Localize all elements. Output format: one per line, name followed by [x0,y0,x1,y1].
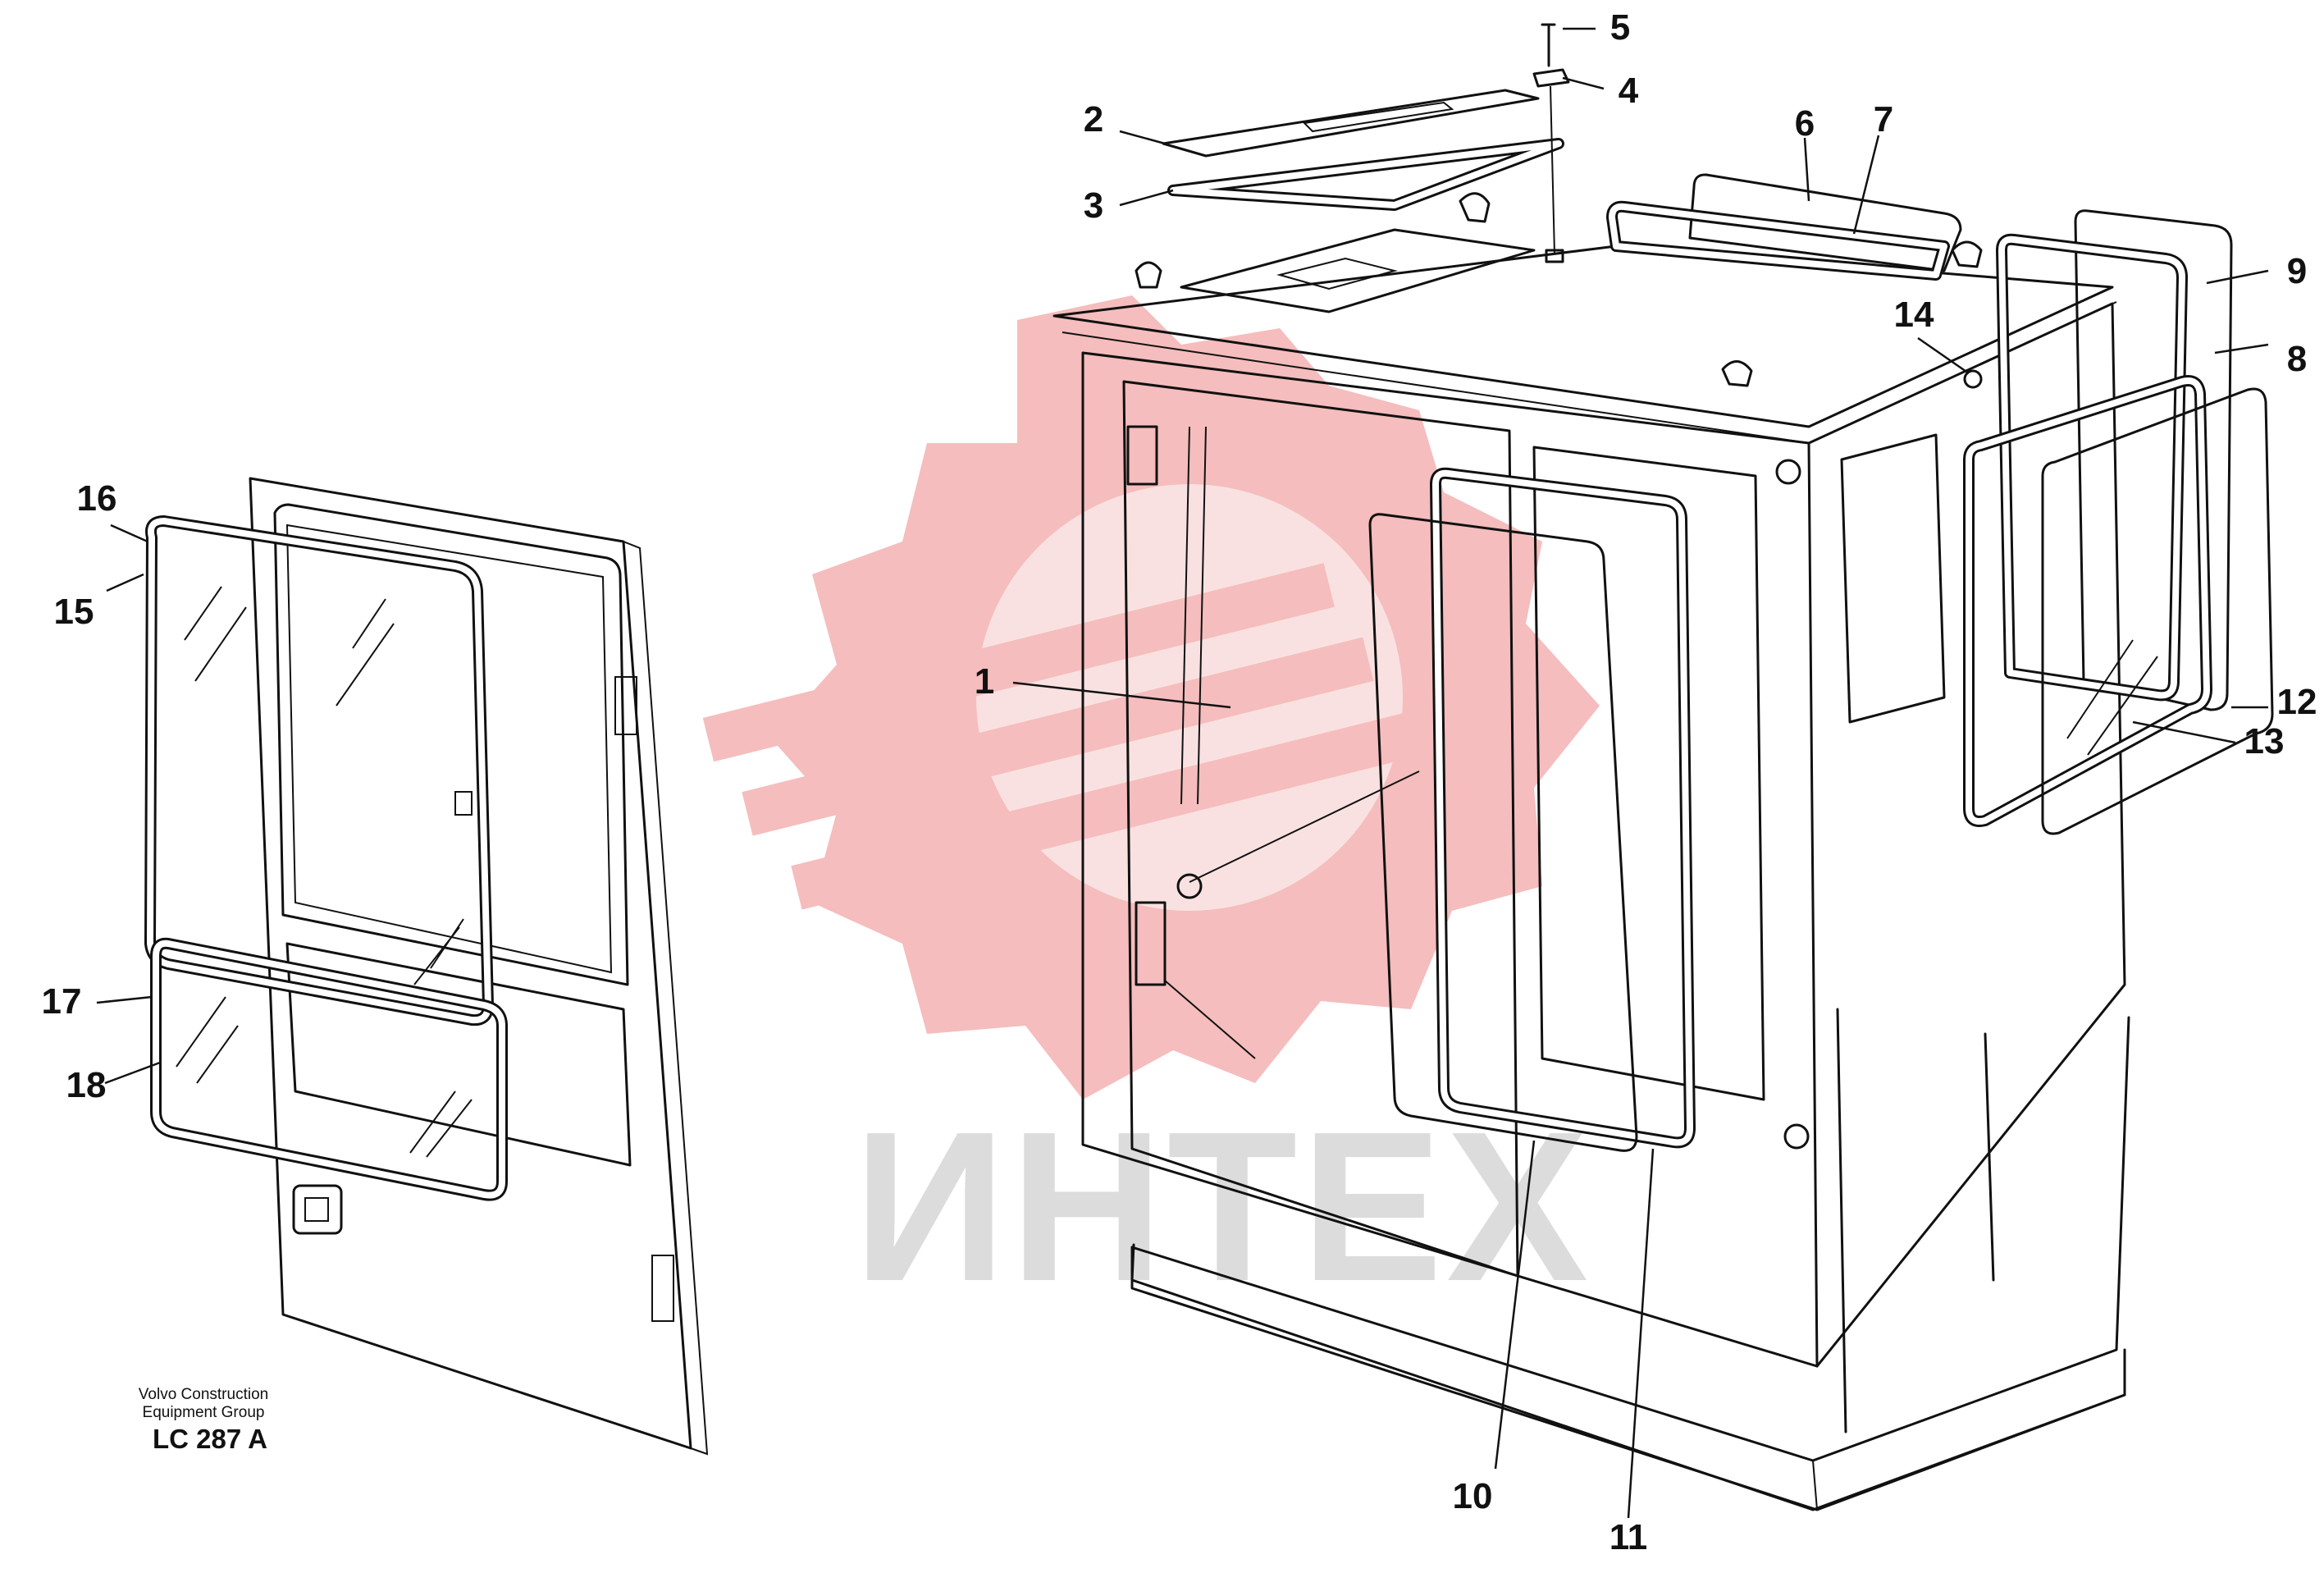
callout-2: 2 [1084,99,1103,139]
callout-10: 10 [1453,1476,1493,1516]
cab-body [1052,192,2130,1511]
door-panel [249,477,709,1456]
callout-14: 14 [1894,295,1934,335]
callout-12: 12 [2277,682,2317,722]
side-window-glass-front [2041,387,2274,835]
roof-glass [1162,89,1540,158]
callout-15: 15 [54,592,94,632]
company-line-2: Equipment Group [143,1404,265,1421]
callout-8: 8 [2287,339,2307,379]
side-window-seal-front [1963,375,2212,827]
door-lower-glass [150,937,508,1201]
drawing-code: LC 287 A [153,1424,267,1454]
callout-6: 6 [1795,103,1815,144]
callout-3: 3 [1084,185,1103,226]
front-window-seal [1430,467,1696,1149]
callout-1: 1 [975,661,994,702]
callout-17: 17 [42,981,82,1022]
side-window-glass-rear [1688,173,2233,711]
callout-7: 7 [1874,99,1893,139]
callout-18: 18 [66,1065,107,1105]
callout-4: 4 [1619,71,1639,111]
side-window-seal-rear [1606,200,2188,702]
roof-seal [1167,138,1564,211]
roof-bolt [1532,23,1570,263]
watermark-text: ИНТЕХ [853,1088,1591,1326]
callout-11: 11 [1609,1517,1648,1557]
callout-9: 9 [2287,251,2307,291]
company-line-1: Volvo Construction [139,1386,268,1403]
callout-16: 16 [77,478,117,519]
front-window-glass [1368,513,1638,1152]
callout-5: 5 [1610,7,1630,48]
callout-13: 13 [2244,721,2285,761]
leader-lines [96,27,2269,1519]
